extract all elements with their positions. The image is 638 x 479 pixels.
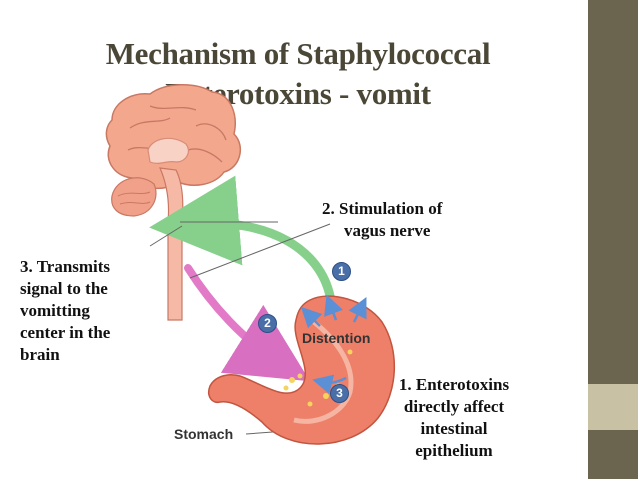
brain-drawing	[105, 84, 242, 321]
title-line-1: Mechanism of Staphylococcal	[105, 36, 491, 71]
caption-enterotoxins: 1. Enterotoxins directly affect intestin…	[376, 374, 532, 462]
step-3-marker: 3	[330, 384, 349, 403]
slide-title: Mechanism of Staphylococcal Enterotoxins…	[38, 34, 558, 114]
signal-to-stomach-arrow	[184, 264, 310, 382]
caption-transmit-line-5: brain	[20, 345, 60, 364]
sidebar-decoration	[588, 0, 638, 479]
vagus-nerve-arrow	[149, 175, 335, 301]
distention-label: Distention	[302, 330, 371, 346]
caption-transmit-line-4: center in the	[20, 323, 111, 342]
caption-enterotoxins-line-4: epithelium	[415, 441, 493, 460]
caption-transmit-line-2: signal to the	[20, 279, 108, 298]
caption-transmit-line-1: 3. Transmits	[20, 257, 111, 276]
step-1-marker: 1	[332, 262, 351, 281]
caption-vagus-line-1: 2. Stimulation of	[322, 199, 443, 218]
stomach-label: Stomach	[174, 426, 234, 442]
caption-enterotoxins-line-3: intestinal	[420, 419, 488, 438]
caption-vagus-stimulation: 2. Stimulation of vagus nerve	[322, 198, 442, 242]
caption-enterotoxins-line-1: 1. Enterotoxins	[398, 375, 510, 394]
caption-transmit-line-3: vomitting	[20, 301, 90, 320]
caption-enterotoxins-line-2: directly affect	[403, 397, 505, 416]
caption-transmit-signal: 3. Transmits signal to the vomitting cen…	[20, 256, 110, 366]
sidebar-light-block	[588, 384, 638, 430]
step-2-marker: 2	[258, 314, 277, 333]
stomach-drawing	[208, 294, 396, 445]
caption-vagus-line-2: vagus nerve	[344, 221, 431, 240]
vomit-mechanism-illustration	[105, 84, 396, 445]
